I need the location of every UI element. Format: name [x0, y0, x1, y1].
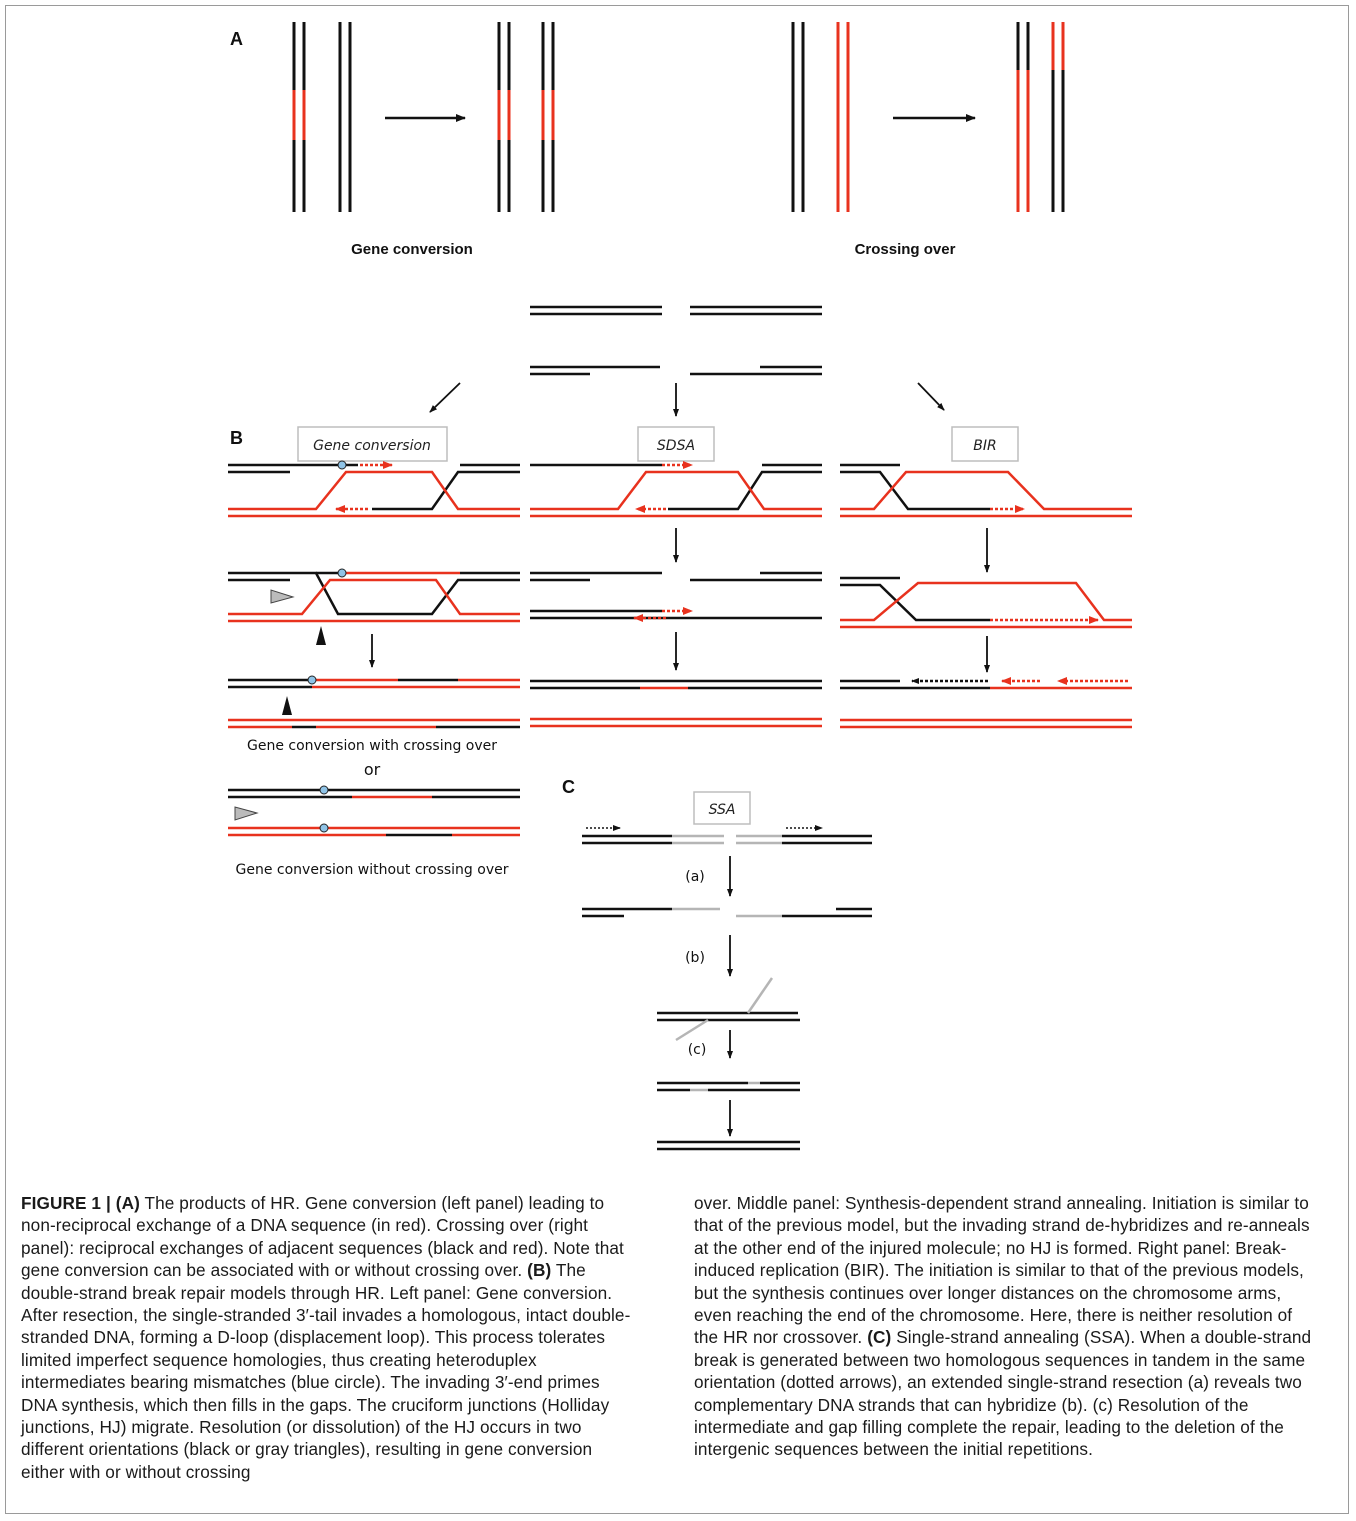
bir-box-label: BIR	[973, 438, 996, 454]
black-triangle-icon-2	[282, 696, 292, 715]
resected-break	[530, 365, 822, 376]
gene-conversion-box	[297, 426, 448, 462]
double-strand-break	[530, 305, 822, 316]
gc-step2-mismatch-circle	[337, 568, 347, 578]
gc-with-mismatch-circle	[307, 675, 317, 685]
gc-step1-mismatch-circle	[337, 460, 347, 470]
caption-figure-label: FIGURE 1 |	[21, 1193, 111, 1213]
crossing-over-before-chromosomes	[791, 22, 850, 212]
sdsa-step2	[530, 571, 822, 620]
ssa-step-c-label: (c)	[688, 1042, 707, 1058]
gene-conversion-before-chromosomes	[292, 22, 352, 212]
gc-without-mismatch-circle-1	[319, 785, 329, 795]
gc-step2-double-hj	[228, 571, 520, 623]
caption-b-label: (B)	[527, 1260, 552, 1281]
sdsa-product	[530, 679, 822, 728]
gc-without-crossing-product	[228, 788, 520, 837]
caption-left-column: FIGURE 1 | (A) The products of HR. Gene …	[21, 1192, 639, 1483]
caption-c-label: (C)	[867, 1327, 892, 1348]
ssa-final-product	[657, 1140, 800, 1151]
gene-conversion-after-chromosomes	[497, 22, 555, 212]
figure-frame	[5, 5, 1349, 1514]
gene-conversion-title: Gene conversion	[351, 241, 473, 258]
gc-step1-dloop	[228, 463, 520, 518]
caption-b-text: The double-strand break repair models th…	[21, 1260, 631, 1482]
bir-step1	[840, 463, 1132, 518]
bir-box	[951, 426, 1019, 462]
caption-c-text: Single-strand annealing (SSA). When a do…	[694, 1327, 1312, 1460]
ssa-step0	[582, 834, 872, 845]
gc-with-crossing-label: Gene conversion with crossing over	[247, 738, 497, 754]
gc-without-crossing-label: Gene conversion without crossing over	[236, 862, 509, 878]
crossing-over-after-chromosomes	[1016, 22, 1065, 212]
arrow-to-gene-conversion	[429, 382, 461, 413]
panel-label-b: B	[230, 428, 243, 448]
ssa-step-b-label: (b)	[685, 950, 705, 966]
gc-without-mismatch-circle-2	[319, 823, 329, 833]
figure-diagram: A Gene conversion	[228, 22, 1132, 1151]
or-label: or	[364, 760, 381, 779]
black-triangle-icon	[316, 626, 326, 645]
caption-a-text: The products of HR. Gene conversion (lef…	[21, 1193, 624, 1281]
gray-triangle-icon-2	[234, 806, 259, 821]
ssa-step-c	[657, 1081, 800, 1092]
crossing-over-title: Crossing over	[855, 241, 956, 258]
sdsa-box-label: SDSA	[657, 438, 695, 454]
panel-label-c: C	[562, 777, 575, 797]
gray-triangle-icon	[270, 589, 295, 604]
bir-step3	[840, 679, 1132, 729]
bir-step2	[840, 576, 1132, 629]
ssa-box-label: SSA	[709, 802, 736, 818]
sdsa-step1-dloop	[530, 463, 822, 518]
caption-a-label: (A)	[115, 1193, 140, 1213]
sdsa-box	[637, 426, 715, 462]
caption-b-text-cont: over. Middle panel: Synthesis-dependent …	[694, 1193, 1310, 1348]
arrow-to-bir	[917, 382, 945, 411]
gc-with-crossing-product	[228, 678, 520, 729]
ssa-step-b	[657, 977, 800, 1042]
panel-label-a: A	[230, 29, 243, 49]
ssa-box	[693, 791, 751, 825]
ssa-step-a-label: (a)	[685, 869, 705, 885]
caption-right-column: over. Middle panel: Synthesis-dependent …	[694, 1192, 1312, 1461]
ssa-step-a	[582, 907, 872, 918]
gene-conversion-box-label: Gene conversion	[313, 438, 431, 454]
